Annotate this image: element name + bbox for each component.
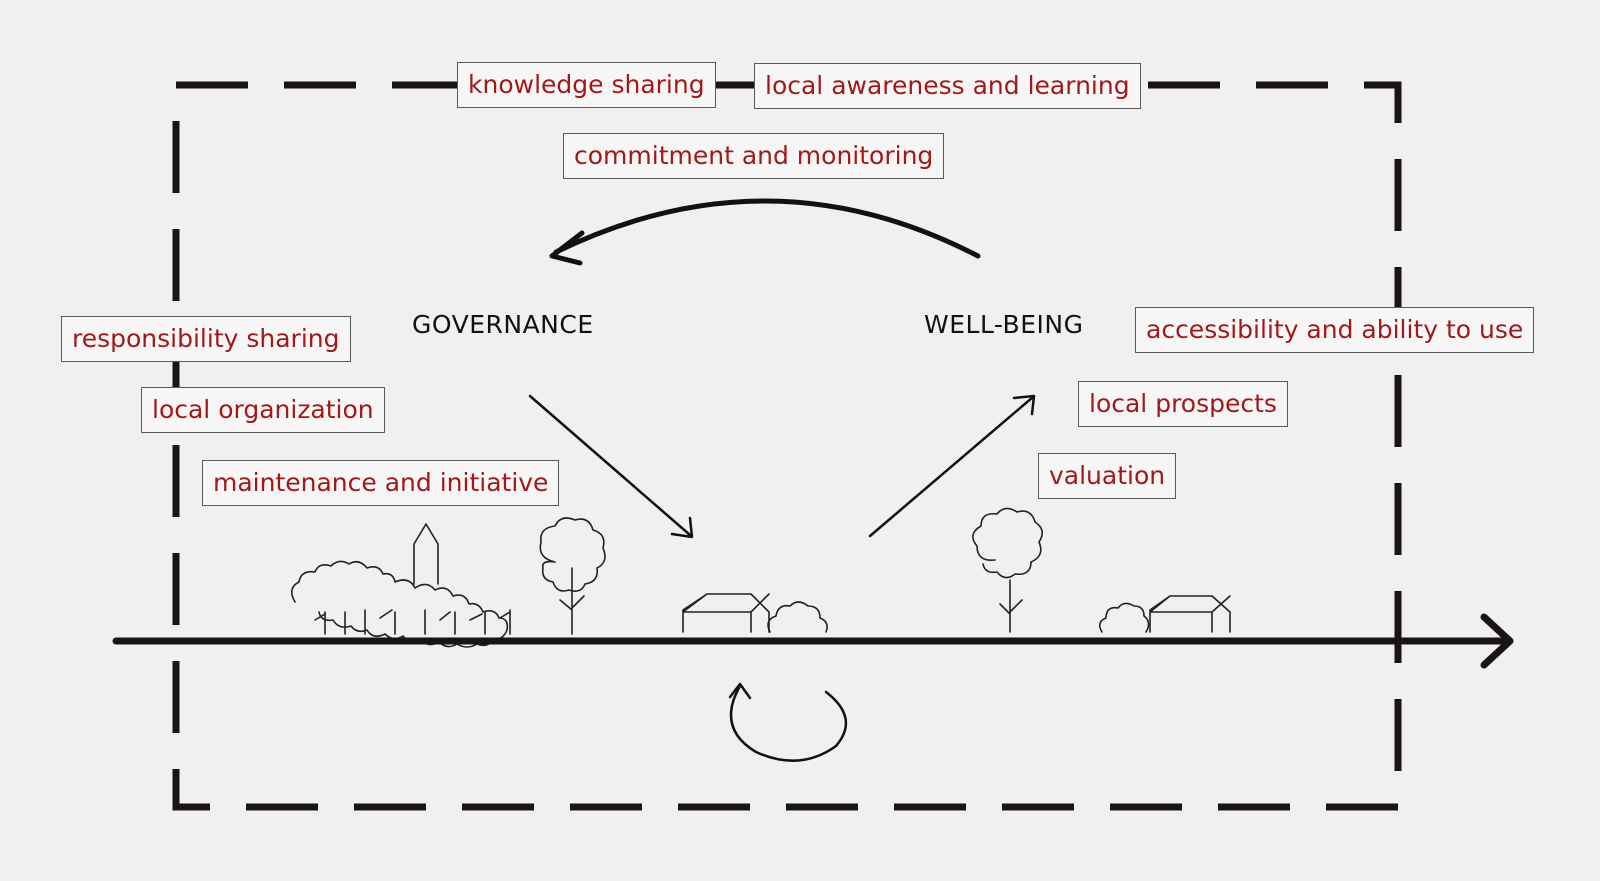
time-axis-arrowhead	[1480, 613, 1514, 669]
label-valuation: valuation	[1038, 453, 1177, 499]
house-2	[1149, 595, 1231, 633]
label-knowledge-sharing: knowledge sharing	[457, 62, 716, 108]
governance-heading: GOVERNANCE	[412, 310, 594, 339]
tall-tree	[539, 517, 606, 592]
feedback-arc-arrow	[553, 198, 981, 259]
label-local-organization: local organization	[141, 387, 385, 433]
house-1	[682, 593, 770, 633]
right-tree	[972, 507, 1043, 579]
governance-to-landscape-arrow	[528, 394, 692, 537]
label-local-awareness-and-learning: local awareness and learning	[754, 63, 1141, 109]
cycle-arrowhead	[728, 682, 752, 700]
bush-1	[767, 601, 828, 633]
label-commitment-and-monitoring: commitment and monitoring	[563, 133, 945, 179]
wellbeing-heading: WELL-BEING	[924, 310, 1084, 339]
governance-arrowhead	[670, 516, 694, 539]
label-responsibility-sharing: responsibility sharing	[61, 316, 351, 362]
label-accessibility-and-ability-to-use: accessibility and ability to use	[1135, 307, 1535, 353]
cycle-arrow	[729, 684, 848, 762]
bush-2	[1098, 602, 1150, 633]
system-boundary-dashed-frame	[172, 81, 1402, 811]
label-local-prospects: local prospects	[1078, 381, 1288, 427]
church-tower	[413, 523, 439, 585]
landscape-sketch	[291, 507, 1231, 648]
landscape-to-wellbeing-arrow	[868, 395, 1035, 538]
feedback-arc-arrowhead	[549, 230, 585, 266]
village-tree-cluster	[291, 560, 509, 648]
wellbeing-arrowhead	[1012, 394, 1036, 416]
label-maintenance-and-initiative: maintenance and initiative	[202, 460, 560, 506]
